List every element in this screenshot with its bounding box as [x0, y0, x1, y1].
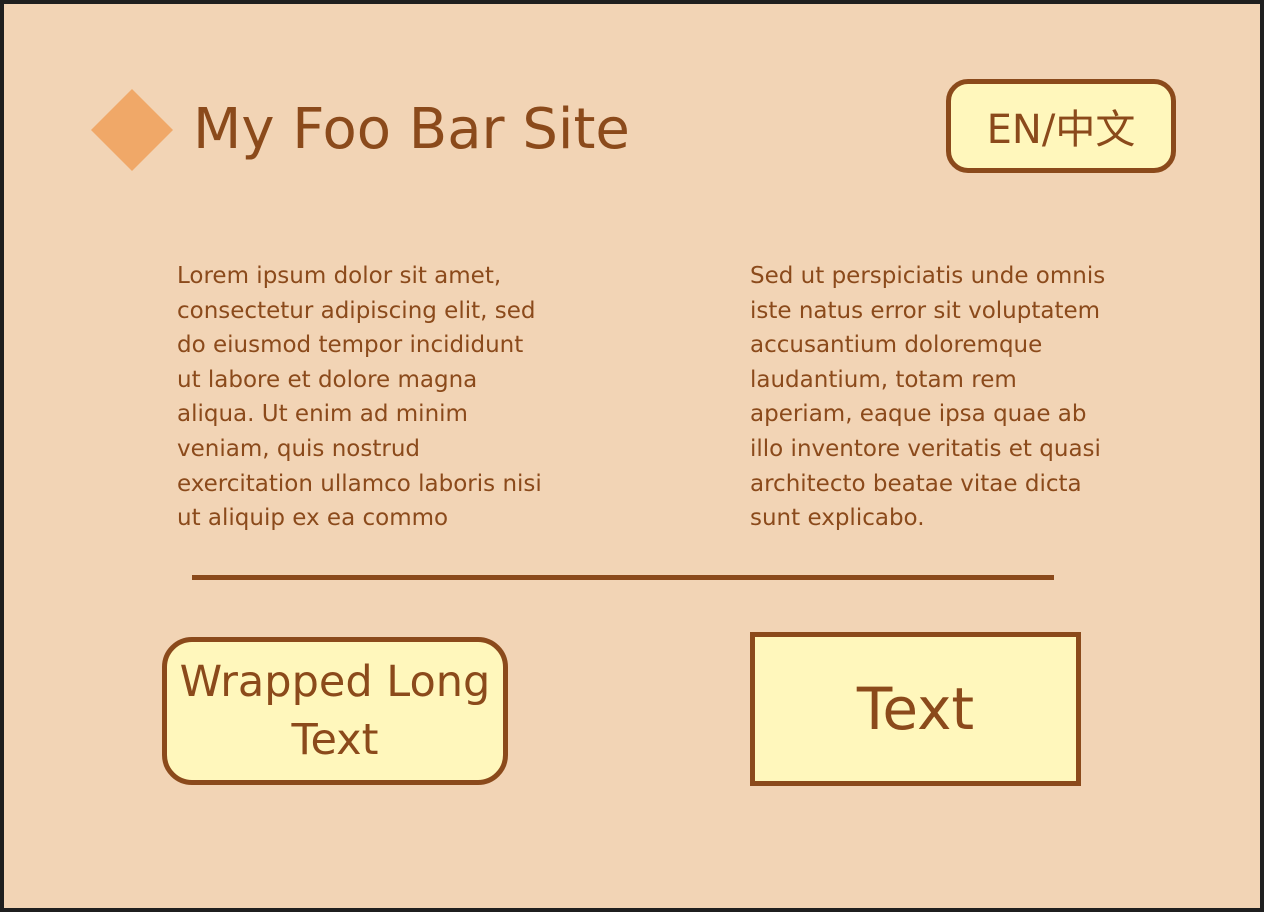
divider [192, 575, 1054, 580]
wrapped-long-text-button-label: Wrapped Long Text [179, 657, 491, 765]
paragraph-left: Lorem ipsum dolor sit amet, consectetur … [177, 263, 542, 532]
language-toggle-button[interactable]: EN/中文 [946, 79, 1176, 173]
text-button[interactable]: Text [750, 632, 1081, 786]
text-button-label: Text [856, 675, 975, 743]
wrapped-long-text-button[interactable]: Wrapped Long Text [162, 637, 508, 785]
diamond-icon [90, 88, 174, 172]
site-title: My Foo Bar Site [193, 97, 630, 162]
paragraph-right: Sed ut perspiciatis unde omnis iste natu… [750, 263, 1106, 532]
